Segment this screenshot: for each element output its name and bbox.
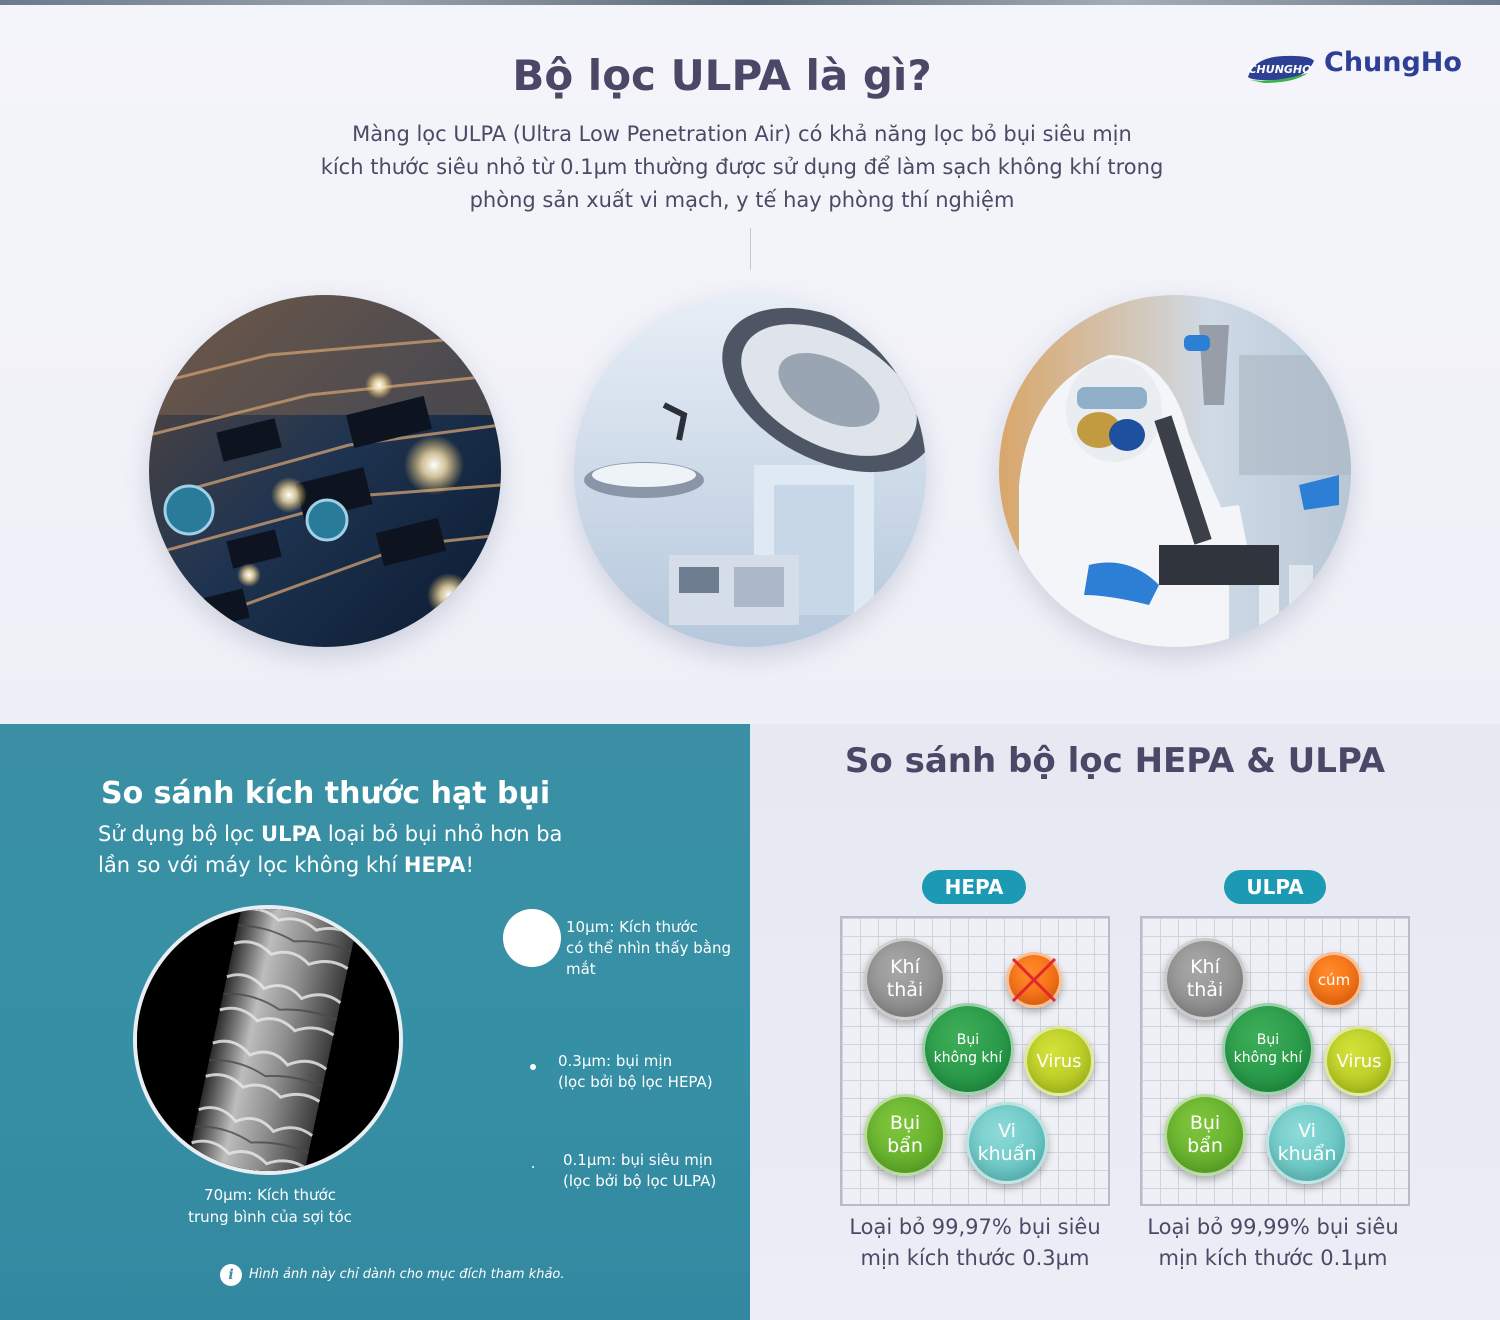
reference-note: Hình ảnh này chỉ dành cho mục đích tham … — [249, 1267, 565, 1282]
particle-10um-line-2: có thể nhìn thấy bằng — [566, 939, 731, 957]
hepa-ban-line-1: Bụi — [889, 1112, 921, 1134]
ulpa-bui-line-2: không khí — [1233, 1050, 1303, 1066]
intro-line-2: kích thước siêu nhỏ từ 0.1µm thường được… — [320, 155, 1164, 179]
hair-size-label: 70µm: Kích thước trung bình của sợi tóc — [160, 1184, 380, 1228]
particle-size-title: So sánh kích thước hạt bụi — [101, 776, 551, 811]
ulpa-vk-line-1: Vi — [1298, 1120, 1316, 1142]
hepa-caption-line-2: mịn kích thước 0.3µm — [860, 1246, 1090, 1270]
circuit-board-photo — [149, 295, 501, 647]
particle-0.1um-line-1: 0.1µm: bụi siêu mịn — [563, 1151, 713, 1169]
ulpa-caption-line-2: mịn kích thước 0.1µm — [1158, 1246, 1388, 1270]
ulpa-airborne-dust-ball: Bụi không khí — [1222, 1003, 1314, 1095]
vertical-divider — [750, 228, 751, 270]
hair-strand-illustration — [137, 909, 399, 1171]
intro-line-1: Màng lọc ULPA (Ultra Low Penetration Air… — [352, 122, 1132, 146]
logo-badge-text: CHUNGHO — [1248, 63, 1311, 76]
ulpa-intro-section: CHUNGHO ChungHo Bộ lọc ULPA là gì? Màng … — [0, 5, 1500, 724]
ulpa-khi-line-1: Khí — [1190, 956, 1220, 978]
hair-label-line-1: 70µm: Kích thước — [204, 1186, 336, 1204]
filter-comparison-section: So sánh bộ lọc HEPA & ULPA HEPA ULPA Khí… — [750, 724, 1500, 1320]
particle-0.3um-dot — [530, 1064, 536, 1070]
hair-microscope-image — [133, 905, 403, 1175]
laboratory-scientist-photo — [999, 295, 1351, 647]
chungho-badge-icon: CHUNGHO — [1248, 55, 1314, 83]
intro-line-3: phòng sản xuất vi mạch, y tế hay phòng t… — [469, 188, 1015, 212]
hepa-vk-line-1: Vi — [998, 1120, 1016, 1142]
particle-10um-line-1: 10µm: Kích thước — [566, 918, 698, 936]
ulpa-label-pill: ULPA — [1224, 870, 1326, 904]
red-cross-icon — [1011, 957, 1057, 1003]
brand-name: ChungHo — [1324, 47, 1462, 78]
operating-room-illustration — [574, 295, 926, 647]
hepa-vk-line-2: khuẩn — [977, 1143, 1037, 1165]
particle-10um-dot — [503, 909, 561, 967]
ulpa-ban-line-1: Bụi — [1189, 1112, 1221, 1134]
subtitle-ulpa-bold: ULPA — [261, 822, 322, 846]
hepa-khi-line-2: thải — [886, 979, 924, 1001]
hepa-ban-line-2: bẩn — [887, 1135, 923, 1157]
particle-size-section: So sánh kích thước hạt bụi Sử dụng bộ lọ… — [0, 724, 750, 1320]
hepa-caption-line-1: Loại bỏ 99,97% bụi siêu — [849, 1215, 1101, 1239]
chungho-logo[interactable]: CHUNGHO ChungHo — [1244, 47, 1464, 87]
top-decor-strip — [0, 0, 1500, 5]
laboratory-illustration — [999, 295, 1351, 647]
particle-10um-label: 10µm: Kích thước có thể nhìn thấy bằng m… — [566, 917, 741, 980]
ulpa-caption: Loại bỏ 99,99% bụi siêu mịn kích thước 0… — [1123, 1212, 1423, 1274]
particle-size-subtitle: Sử dụng bộ lọc ULPA loại bỏ bụi nhỏ hơn … — [98, 819, 598, 881]
particle-10um-line-3: mắt — [566, 960, 596, 978]
ulpa-flu-ball: cúm — [1306, 952, 1362, 1008]
particle-0.3um-line-1: 0.3µm: bụi mịn — [558, 1052, 673, 1070]
hepa-virus-ball: Virus — [1024, 1026, 1094, 1096]
ulpa-khi-line-2: thải — [1186, 979, 1224, 1001]
ulpa-vk-line-2: khuẩn — [1277, 1143, 1337, 1165]
circuit-board-illustration — [149, 295, 501, 647]
hepa-bui-line-1: Bụi — [956, 1032, 980, 1048]
subtitle-hepa-bold: HEPA — [403, 853, 466, 877]
info-icon: i — [220, 1264, 242, 1286]
hepa-flu-blocked-ball — [1006, 952, 1062, 1008]
hepa-airborne-dust-ball: Bụi không khí — [922, 1003, 1014, 1095]
ulpa-virus-ball: Virus — [1324, 1026, 1394, 1096]
subtitle-part-2: loại bỏ bụi nhỏ hơn ba lần so với máy lọ… — [98, 822, 563, 877]
hepa-caption: Loại bỏ 99,97% bụi siêu mịn kích thước 0… — [825, 1212, 1125, 1274]
ulpa-bui-line-1: Bụi — [1256, 1032, 1280, 1048]
hepa-bui-line-2: không khí — [933, 1050, 1003, 1066]
ulpa-ban-line-2: bẩn — [1187, 1135, 1223, 1157]
subtitle-part-1: Sử dụng bộ lọc — [98, 822, 262, 846]
comparison-title: So sánh bộ lọc HEPA & ULPA — [844, 741, 1386, 781]
hair-label-line-2: trung bình của sợi tóc — [188, 1208, 352, 1226]
ulpa-caption-line-1: Loại bỏ 99,99% bụi siêu — [1147, 1215, 1399, 1239]
page-title: Bộ lọc ULPA là gì? — [512, 51, 932, 100]
intro-text: Màng lọc ULPA (Ultra Low Penetration Air… — [300, 118, 1184, 217]
subtitle-part-3: ! — [465, 853, 474, 877]
particle-0.1um-label: 0.1µm: bụi siêu mịn (lọc bởi bộ lọc ULPA… — [563, 1150, 743, 1192]
particle-0.3um-label: 0.3µm: bụi mịn (lọc bởi bộ lọc HEPA) — [558, 1051, 738, 1093]
particle-0.1um-line-2: (lọc bởi bộ lọc ULPA) — [563, 1172, 717, 1190]
operating-room-photo — [574, 295, 926, 647]
particle-0.1um-dot — [532, 1166, 534, 1168]
hepa-khi-line-1: Khí — [890, 956, 920, 978]
hepa-label-pill: HEPA — [922, 870, 1026, 904]
particle-0.3um-line-2: (lọc bởi bộ lọc HEPA) — [558, 1073, 713, 1091]
